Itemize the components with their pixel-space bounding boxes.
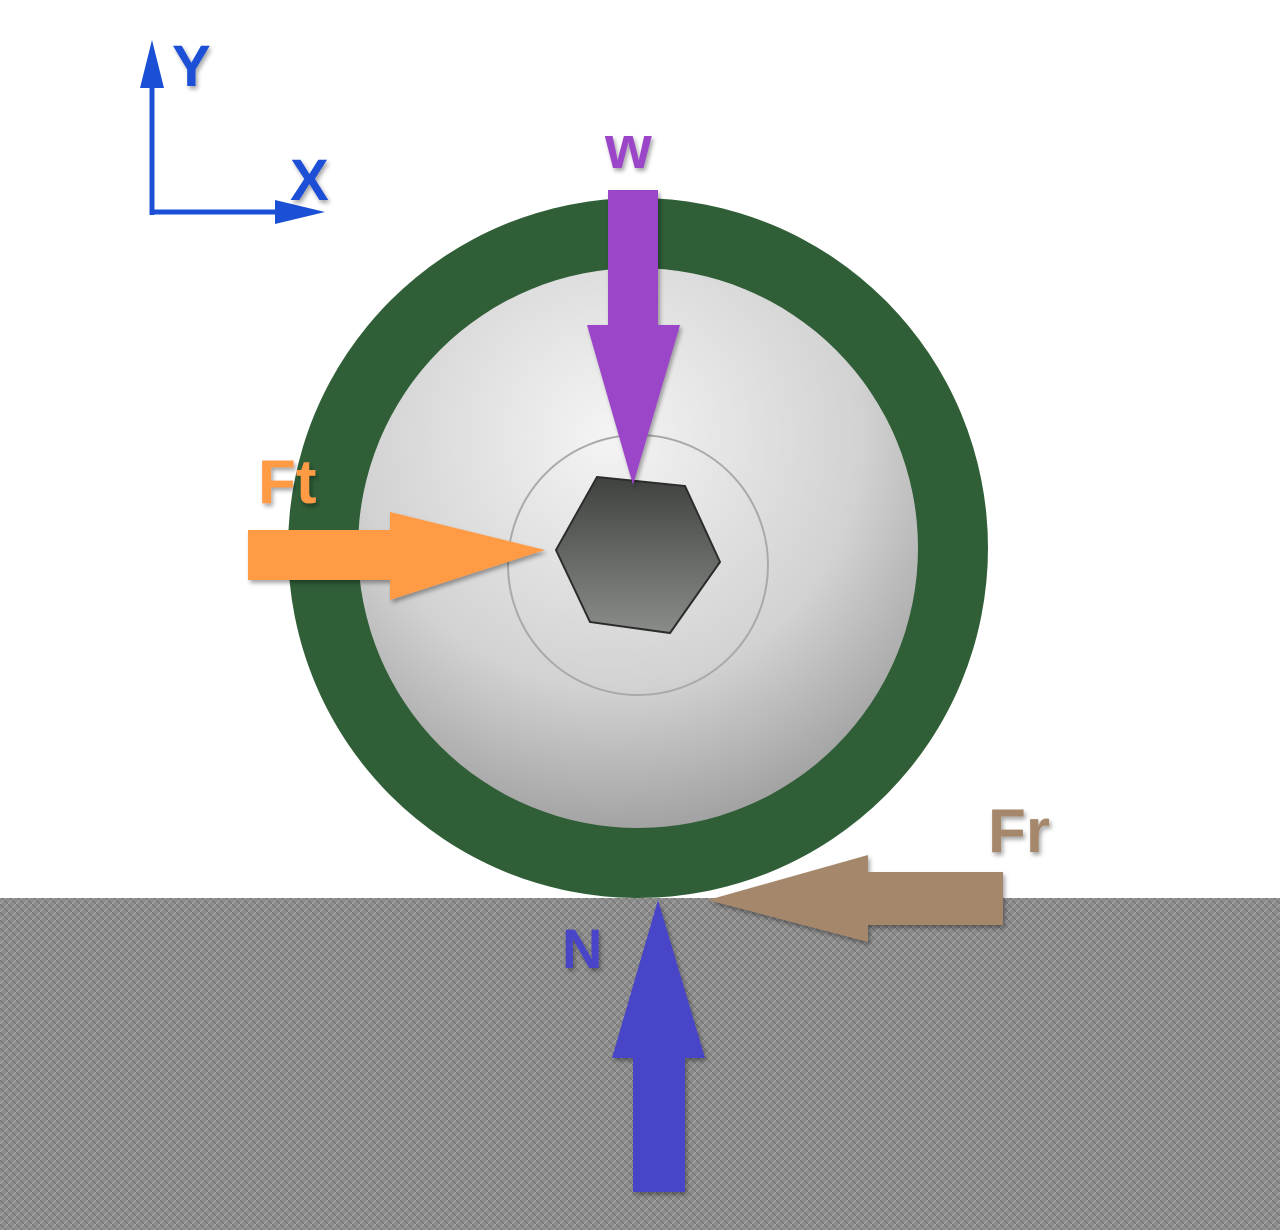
y-axis-arrowhead bbox=[140, 40, 164, 88]
x-axis-label: X bbox=[290, 148, 329, 213]
y-axis-label: Y bbox=[172, 34, 211, 99]
traction-force-arrow bbox=[248, 512, 545, 600]
weight-arrow bbox=[587, 190, 680, 485]
normal-force-arrow bbox=[612, 900, 705, 1192]
friction-force-label: Fr bbox=[988, 797, 1050, 866]
traction-force-label: Ft bbox=[258, 448, 317, 517]
coordinate-axes bbox=[140, 40, 325, 224]
wheel bbox=[288, 198, 988, 898]
normal-force-label: N bbox=[562, 917, 602, 980]
hex-hub bbox=[554, 475, 722, 635]
weight-label: w bbox=[604, 114, 652, 181]
x-axis-arrowhead bbox=[275, 200, 325, 224]
friction-force-arrow bbox=[708, 855, 1003, 942]
